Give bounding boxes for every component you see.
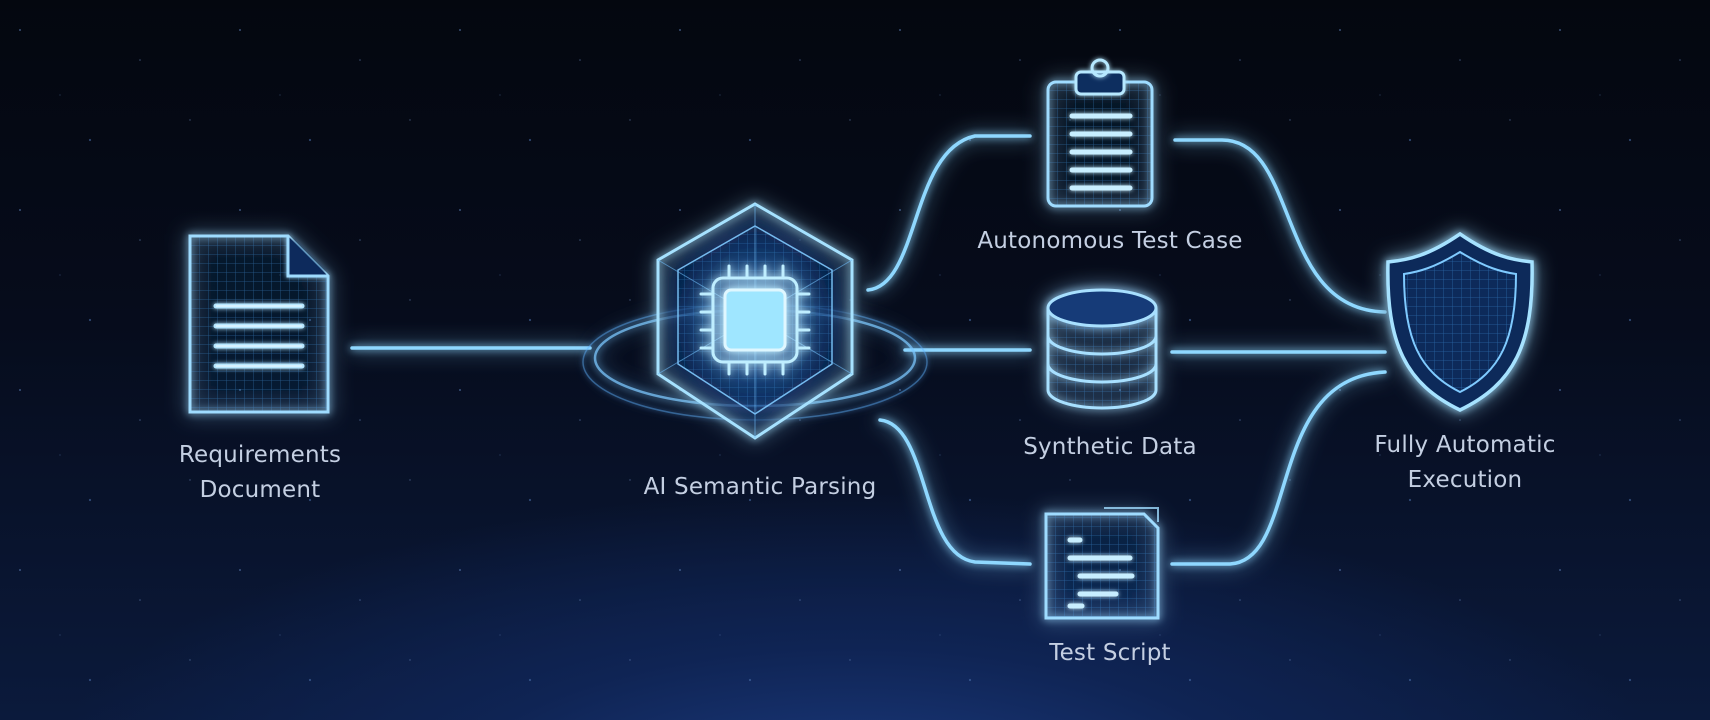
label-execution-line-2: Execution [1407, 467, 1523, 493]
document-icon [188, 234, 330, 414]
label-parsing-text: AI Semantic Parsing [643, 474, 877, 500]
label-test-script: Test Script [1010, 636, 1210, 671]
label-test-script-text: Test Script [1049, 640, 1171, 666]
connector-script-to-execution [1170, 370, 1387, 566]
ai-chip-icon [582, 202, 928, 440]
clipboard-icon [1046, 58, 1154, 208]
label-ai-semantic-parsing: AI Semantic Parsing [610, 470, 910, 505]
label-autonomous-test-case: Autonomous Test Case [960, 224, 1260, 259]
connectors [350, 134, 1387, 566]
label-test-case-text: Autonomous Test Case [977, 228, 1243, 254]
label-requirements-document: Requirements Document [150, 438, 370, 508]
label-synthetic-data: Synthetic Data [1000, 430, 1220, 465]
label-execution-line-1: Fully Automatic [1374, 432, 1556, 458]
connector-parsing-to-script [878, 418, 1032, 566]
label-synthetic-data-text: Synthetic Data [1023, 434, 1197, 460]
database-icon [1046, 288, 1158, 410]
code-file-icon [1044, 507, 1160, 620]
label-fully-automatic-execution: Fully Automatic Execution [1340, 428, 1590, 498]
shield-icon [1386, 231, 1534, 412]
label-requirements-line-1: Requirements [178, 442, 342, 468]
connector-test-case-to-execution [1173, 138, 1387, 314]
label-requirements-line-2: Document [199, 477, 321, 503]
connector-parsing-to-test-case [866, 134, 1032, 292]
